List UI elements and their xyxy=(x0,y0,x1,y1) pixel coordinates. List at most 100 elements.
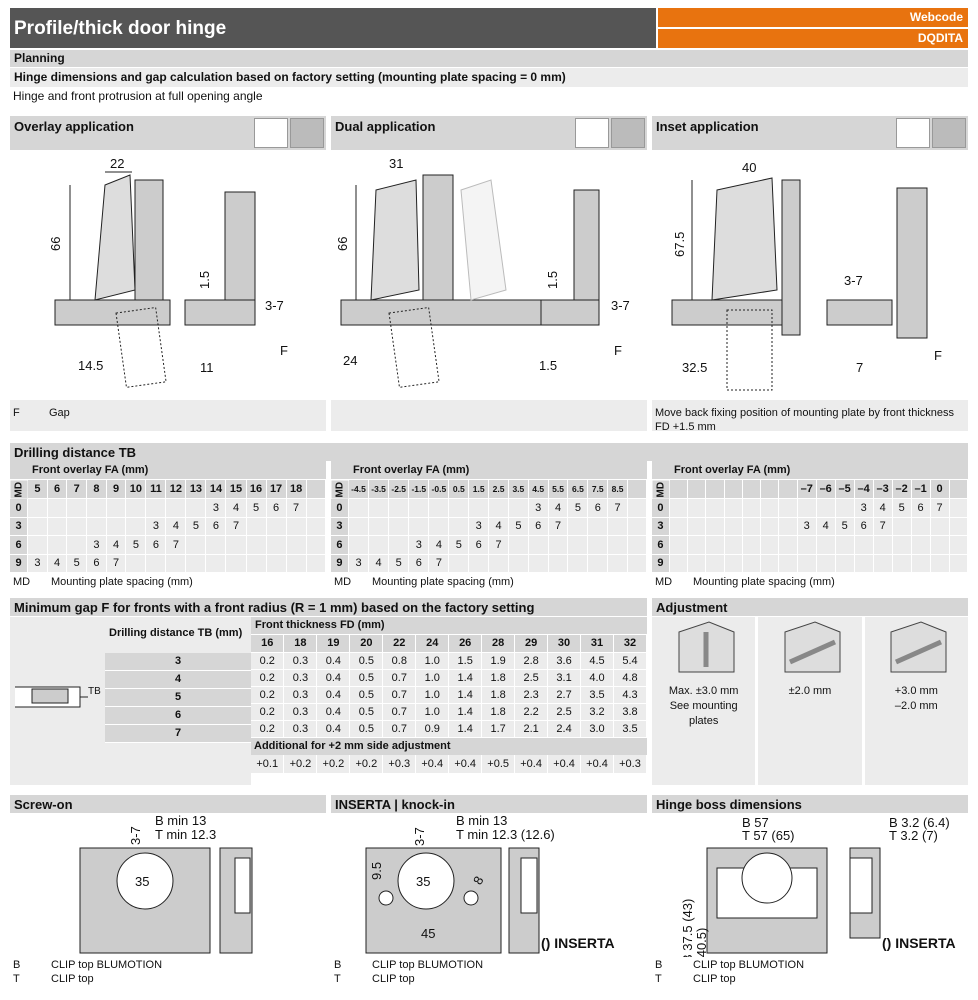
gap-value: 0.2 xyxy=(251,703,285,721)
svg-text:24: 24 xyxy=(343,353,357,368)
fa-col xyxy=(778,480,798,499)
tb-value xyxy=(508,498,529,518)
additional-value: +0.3 xyxy=(613,754,648,774)
tb-value xyxy=(760,498,780,518)
fa-col: 11 xyxy=(145,480,167,499)
tb-value xyxy=(468,554,490,573)
legend-text: Mounting plate spacing (mm) xyxy=(693,576,835,588)
gap-value: 4.0 xyxy=(580,669,614,687)
gap-value: 5.4 xyxy=(613,652,648,670)
md-label: MD xyxy=(10,480,28,499)
tb-value: 5 xyxy=(448,535,470,555)
svg-text:66: 66 xyxy=(335,237,350,251)
tb-value: 7 xyxy=(873,517,893,536)
tb-value: 3 xyxy=(27,554,48,573)
gap-value: 0.3 xyxy=(283,703,318,721)
svg-text:3-7: 3-7 xyxy=(265,298,284,313)
legend-key: T xyxy=(13,973,20,985)
tb-value xyxy=(388,498,410,518)
tb-value xyxy=(911,517,931,536)
gap-value: 0.9 xyxy=(415,720,450,738)
gap-value: 0.2 xyxy=(251,669,285,687)
fa-col: 10 xyxy=(125,480,147,499)
tb-value xyxy=(835,535,855,555)
table-row: 6 xyxy=(652,535,969,555)
panel-title: INSERTA | knock-in xyxy=(331,795,647,813)
fd-col: 16 xyxy=(251,635,285,653)
adjustment-text: plates xyxy=(688,715,719,727)
gap-value: 0.7 xyxy=(382,703,417,721)
svg-text:T min 12.3: T min 12.3 xyxy=(155,827,216,842)
gap-value: 3.8 xyxy=(613,703,648,721)
additional-value: +0.2 xyxy=(349,754,384,774)
fa-col: –4 xyxy=(854,480,874,499)
tb-value xyxy=(705,554,725,573)
gap-value: 3.2 xyxy=(580,703,614,721)
tb-value xyxy=(873,535,893,555)
tb-value: 7 xyxy=(930,498,950,518)
gap-value: 1.4 xyxy=(448,703,483,721)
tb-value xyxy=(428,498,450,518)
fd-col: 24 xyxy=(415,635,450,653)
gap-value: 1.8 xyxy=(481,686,516,704)
tb-value xyxy=(47,498,68,518)
svg-text:35: 35 xyxy=(416,874,430,889)
tb-value xyxy=(286,535,307,555)
legend-key: B xyxy=(655,959,663,971)
fa-col: –2 xyxy=(892,480,912,499)
svg-text:1.5: 1.5 xyxy=(545,271,560,289)
svg-text:3-7: 3-7 xyxy=(412,827,427,846)
fa-col: 16 xyxy=(246,480,267,499)
fa-col: -2.5 xyxy=(388,480,410,499)
tb-value xyxy=(854,535,874,555)
tb-value: 4 xyxy=(428,535,450,555)
tb-value xyxy=(687,554,707,573)
md-value: 0 xyxy=(10,498,29,518)
fa-col xyxy=(742,480,762,499)
adjustment-arrow-icon xyxy=(890,621,947,673)
planning-heading: Planning xyxy=(10,50,968,67)
fa-col: 0.5 xyxy=(448,480,470,499)
fd-col: 18 xyxy=(283,635,318,653)
legend-text: CLIP top BLUMOTION xyxy=(51,959,163,971)
svg-text:66: 66 xyxy=(48,237,63,251)
tb-value xyxy=(949,535,969,555)
tb-value xyxy=(587,554,609,573)
additional-value: +0.4 xyxy=(580,754,614,774)
svg-text:3-7: 3-7 xyxy=(844,273,863,288)
tb-value: 6 xyxy=(205,517,227,536)
fa-col: –7 xyxy=(797,480,817,499)
tb-value: 3 xyxy=(854,498,874,518)
tb-value xyxy=(816,498,836,518)
md-value: 3 xyxy=(10,517,29,536)
fa-col: 12 xyxy=(165,480,187,499)
tb-value xyxy=(448,498,470,518)
md-value: 6 xyxy=(331,535,349,555)
tb-value: 7 xyxy=(105,725,251,743)
gap-value: 0.4 xyxy=(316,669,351,687)
tb-value xyxy=(508,554,529,573)
tb-value xyxy=(607,554,629,573)
legend-text: CLIP top BLUMOTION xyxy=(372,959,484,971)
svg-text:40: 40 xyxy=(742,160,756,175)
tb-value xyxy=(408,498,430,518)
page-title: Profile/thick door hinge xyxy=(10,8,656,48)
svg-text:22: 22 xyxy=(110,156,124,171)
gap-value: 1.0 xyxy=(415,686,450,704)
tb-value xyxy=(348,498,370,518)
tb-value: 7 xyxy=(225,517,247,536)
svg-text:45: 45 xyxy=(421,926,435,941)
additional-value: +0.2 xyxy=(316,754,351,774)
tb-value: 4 xyxy=(368,554,390,573)
tb-value xyxy=(368,517,390,536)
additional-value: +0.4 xyxy=(448,754,483,774)
tb-value xyxy=(669,535,689,555)
svg-text:35: 35 xyxy=(135,874,149,889)
fd-col: 30 xyxy=(547,635,582,653)
